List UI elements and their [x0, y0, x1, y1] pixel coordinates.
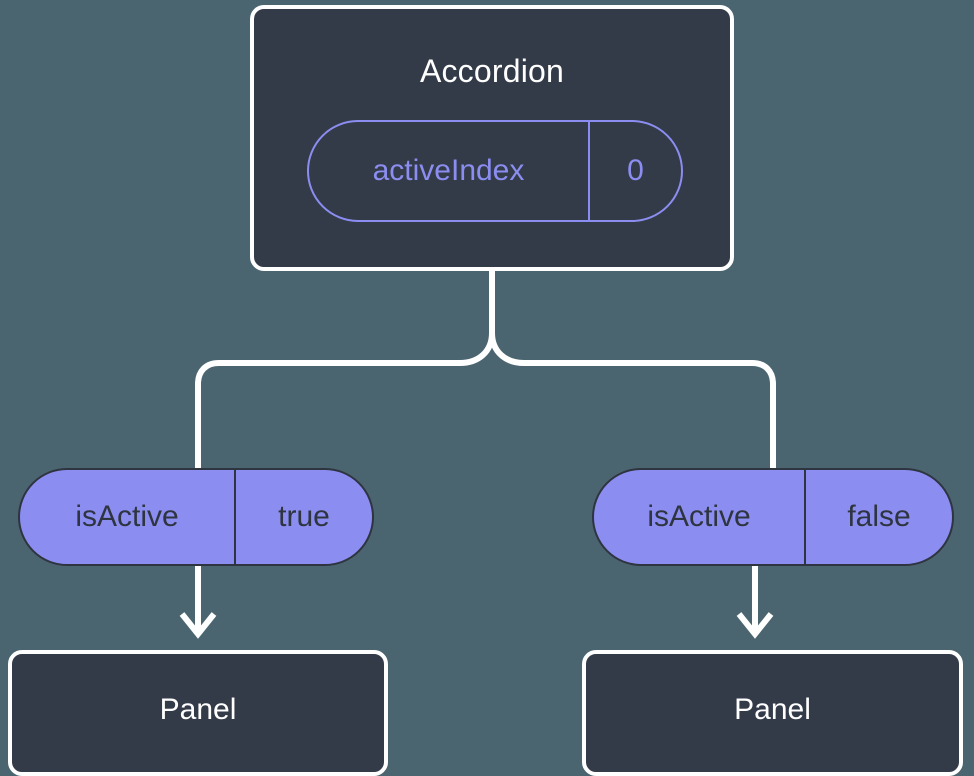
prop-badge-value: true [234, 470, 372, 564]
component-node-panel-right[interactable]: Panel [582, 650, 963, 776]
component-title-accordion: Accordion [419, 53, 565, 89]
prop-badge-isactive-false[interactable]: isActive false [592, 468, 954, 566]
connector-split-bracket-right [489, 332, 776, 468]
component-title-panel-right: Panel [734, 693, 811, 726]
state-badge-value: 0 [588, 122, 681, 220]
connector-split-bracket [195, 332, 495, 468]
state-badge-key: activeIndex [372, 154, 525, 187]
prop-badge-key: isActive [647, 500, 751, 533]
arrow-right-head-icon [736, 612, 774, 639]
prop-badge-key: isActive [75, 500, 179, 533]
arrow-left-head-icon [179, 612, 217, 639]
component-title-panel-left: Panel [159, 693, 237, 726]
component-node-panel-left[interactable]: Panel [8, 650, 388, 776]
state-badge-activeindex[interactable]: activeIndex 0 [307, 120, 683, 222]
prop-badge-isactive-true[interactable]: isActive true [18, 468, 374, 566]
prop-badge-value: false [804, 470, 952, 564]
